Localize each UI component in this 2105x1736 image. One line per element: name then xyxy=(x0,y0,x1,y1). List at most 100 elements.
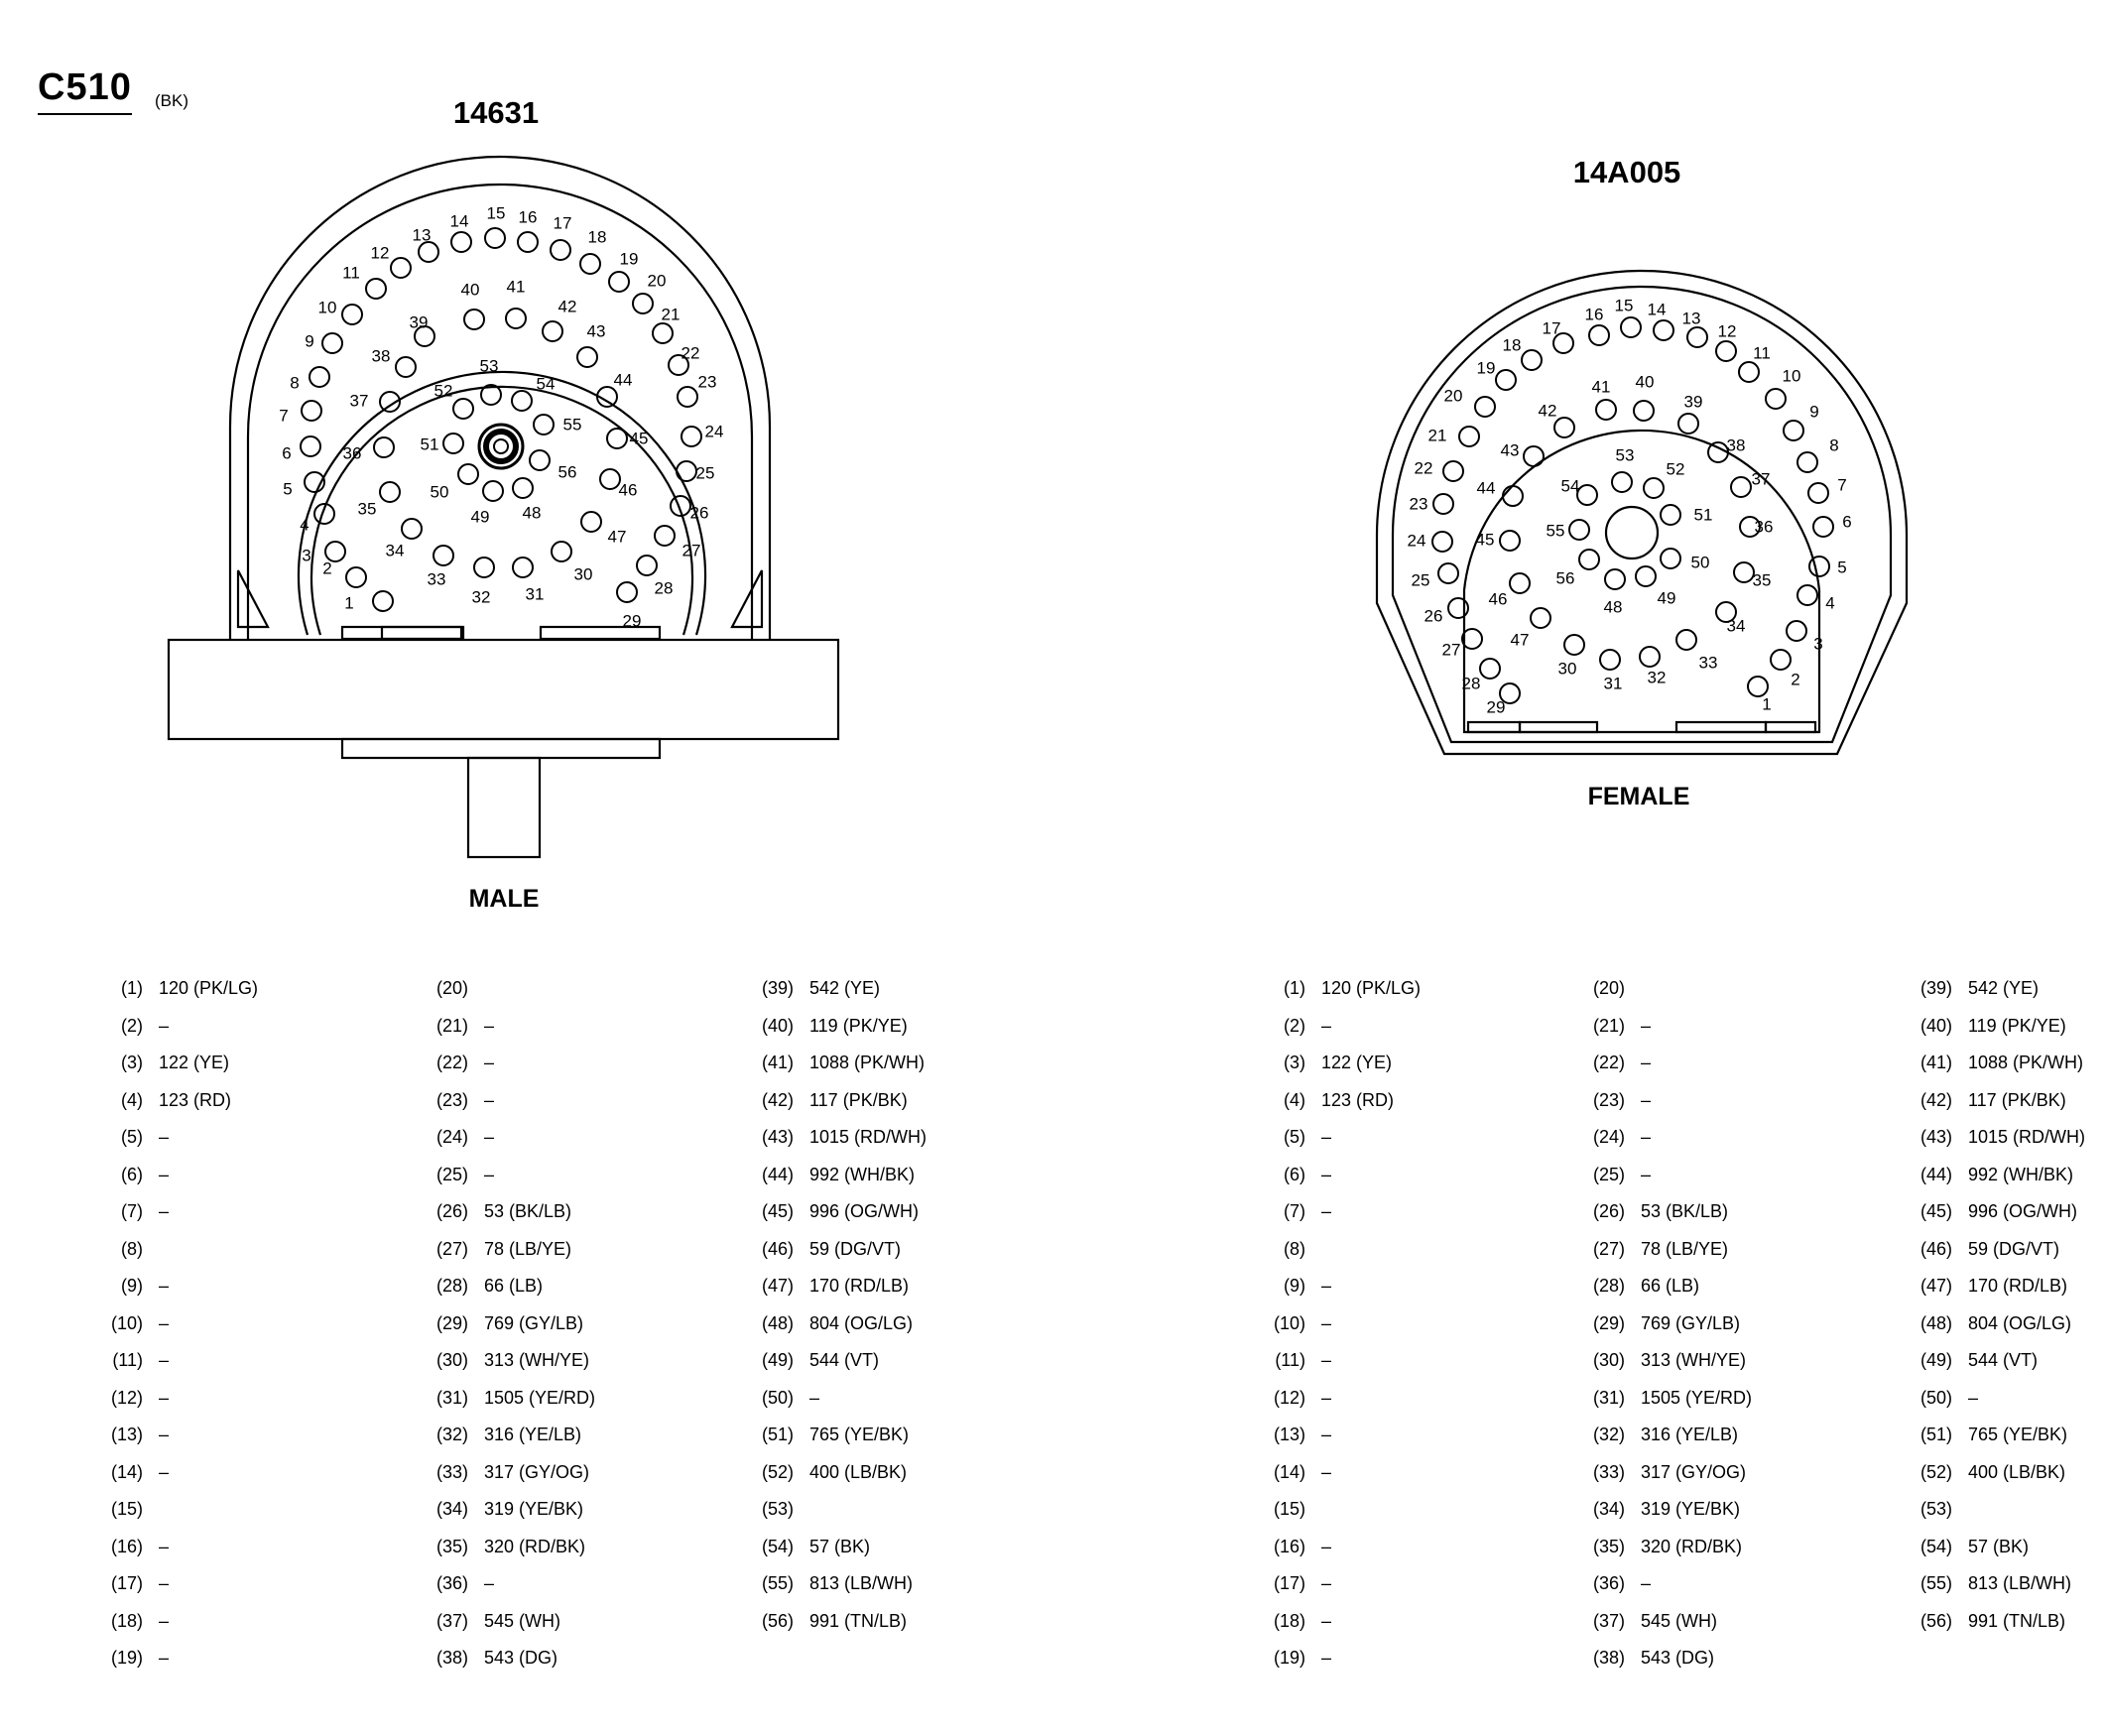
wire-circuit: 400 (LB/BK) xyxy=(809,1461,908,1482)
male-pin-3 xyxy=(324,541,346,562)
female-pin-label-17: 17 xyxy=(1543,318,1561,337)
wire-circuit: 313 (WH/YE) xyxy=(484,1350,590,1370)
female-pinout-row: (15) xyxy=(1268,1491,1321,1528)
wire-circuit: – xyxy=(1321,1461,1332,1482)
wire-circuit: – xyxy=(484,1127,495,1147)
male-pinout-row: (11)– xyxy=(105,1342,169,1379)
female-connector-shell xyxy=(1375,269,1909,756)
female-pinout-row: (17)– xyxy=(1268,1565,1331,1602)
male-pin-13 xyxy=(418,241,439,263)
female-pin-53 xyxy=(1611,471,1633,493)
pin-number: (47) xyxy=(761,1276,794,1296)
pin-number: (7) xyxy=(121,1201,143,1221)
wire-circuit: 123 (RD) xyxy=(159,1089,232,1110)
pin-number: (56) xyxy=(761,1610,794,1631)
female-pin-15 xyxy=(1620,316,1642,338)
pin-number: (20) xyxy=(1592,978,1625,998)
female-pinout-row: (40)119 (PK/YE) xyxy=(1915,1008,2066,1045)
male-pinout-row: (33)317 (GY/OG) xyxy=(431,1454,589,1491)
female-pin-56 xyxy=(1578,549,1600,570)
wire-circuit: – xyxy=(1321,1610,1332,1631)
male-pinout-row: (47)170 (RD/LB) xyxy=(756,1268,909,1304)
male-pin-label-25: 25 xyxy=(696,463,715,482)
male-pin-49 xyxy=(482,480,504,502)
male-pin-12 xyxy=(390,257,412,279)
wire-circuit: 543 (DG) xyxy=(484,1648,558,1668)
female-pinout-row: (24)– xyxy=(1587,1119,1651,1156)
male-pinout-row: (39)542 (YE) xyxy=(756,970,880,1007)
female-pinout-row: (42)117 (PK/BK) xyxy=(1915,1082,2066,1119)
female-pinout-row: (19)– xyxy=(1268,1640,1331,1676)
pin-number: (17) xyxy=(110,1573,143,1593)
female-pinout-row: (46)59 (DG/VT) xyxy=(1915,1231,2059,1268)
male-pin-label-38: 38 xyxy=(372,346,391,365)
female-pin-label-55: 55 xyxy=(1547,521,1565,540)
female-pin-label-42: 42 xyxy=(1539,401,1557,420)
male-pin-53 xyxy=(480,384,502,406)
male-pin-43 xyxy=(576,346,598,368)
female-pinout-row: (7)– xyxy=(1268,1193,1331,1230)
male-pinout-row: (54)57 (BK) xyxy=(756,1529,870,1565)
male-pin-26 xyxy=(670,495,691,517)
male-pin-44 xyxy=(596,386,618,408)
female-pin-17 xyxy=(1552,332,1574,354)
female-pin-label-48: 48 xyxy=(1604,597,1623,616)
female-pinout-row: (30)313 (WH/YE) xyxy=(1587,1342,1746,1379)
pin-number: (9) xyxy=(1284,1276,1305,1296)
female-pinout-row: (55)813 (LB/WH) xyxy=(1915,1565,2071,1602)
pin-number: (32) xyxy=(1592,1425,1625,1444)
male-pin-label-39: 39 xyxy=(410,312,429,331)
female-pin-label-8: 8 xyxy=(1829,435,1838,454)
wire-circuit: – xyxy=(1321,1127,1332,1147)
female-pin-42 xyxy=(1553,417,1575,438)
male-pin-label-21: 21 xyxy=(662,305,681,323)
female-pin-cavities: 1234567891011121314151617181920212223242… xyxy=(1408,296,1852,716)
pin-number: (17) xyxy=(1273,1573,1305,1593)
female-pin-label-23: 23 xyxy=(1410,494,1428,513)
pin-number: (2) xyxy=(121,1015,143,1036)
male-pin-32 xyxy=(473,557,495,578)
male-pin-4 xyxy=(313,503,335,525)
wire-circuit: 542 (YE) xyxy=(809,978,881,998)
female-pinout-row: (22)– xyxy=(1587,1045,1651,1081)
female-pin-label-35: 35 xyxy=(1753,570,1772,589)
male-pin-30 xyxy=(551,541,572,562)
male-pinout-row: (26)53 (BK/LB) xyxy=(431,1193,571,1230)
pin-number: (39) xyxy=(1919,978,1952,998)
female-pin-label-18: 18 xyxy=(1503,335,1522,354)
female-pin-14 xyxy=(1653,319,1674,341)
male-pin-label-5: 5 xyxy=(283,479,292,498)
wire-circuit: 120 (PK/LG) xyxy=(159,978,259,998)
female-pin-label-44: 44 xyxy=(1477,478,1496,497)
female-pin-28 xyxy=(1479,658,1501,680)
male-pin-47 xyxy=(580,511,602,533)
wire-circuit: 78 (LB/YE) xyxy=(484,1238,572,1259)
female-pin-44 xyxy=(1502,485,1524,507)
male-pin-54 xyxy=(511,390,533,412)
wire-circuit: – xyxy=(159,1312,170,1333)
female-pin-label-32: 32 xyxy=(1648,668,1667,686)
male-pin-31 xyxy=(512,557,534,578)
female-pin-41 xyxy=(1595,399,1617,421)
female-pin-label-27: 27 xyxy=(1442,640,1461,659)
male-pin-25 xyxy=(676,460,697,482)
male-pinout-row: (19)– xyxy=(105,1640,169,1676)
female-pin-label-13: 13 xyxy=(1682,309,1701,327)
female-pin-label-34: 34 xyxy=(1727,616,1746,635)
pin-number: (53) xyxy=(761,1499,794,1519)
pin-number: (19) xyxy=(1273,1648,1305,1668)
female-pin-label-52: 52 xyxy=(1667,459,1685,478)
male-pin-18 xyxy=(579,253,601,275)
male-pinout-row: (2)– xyxy=(105,1008,169,1045)
wire-circuit: 53 (BK/LB) xyxy=(1641,1201,1729,1221)
male-pinout-row: (7)– xyxy=(105,1193,169,1230)
female-pin-33 xyxy=(1675,629,1697,651)
pin-number: (54) xyxy=(1919,1536,1952,1556)
pin-number: (23) xyxy=(435,1089,468,1110)
wire-circuit: 313 (WH/YE) xyxy=(1641,1350,1747,1370)
male-pin-label-22: 22 xyxy=(681,343,700,362)
male-pinout-row: (46)59 (DG/VT) xyxy=(756,1231,901,1268)
pin-number: (22) xyxy=(1592,1053,1625,1072)
pin-number: (25) xyxy=(435,1164,468,1184)
female-pin-label-50: 50 xyxy=(1691,553,1710,571)
